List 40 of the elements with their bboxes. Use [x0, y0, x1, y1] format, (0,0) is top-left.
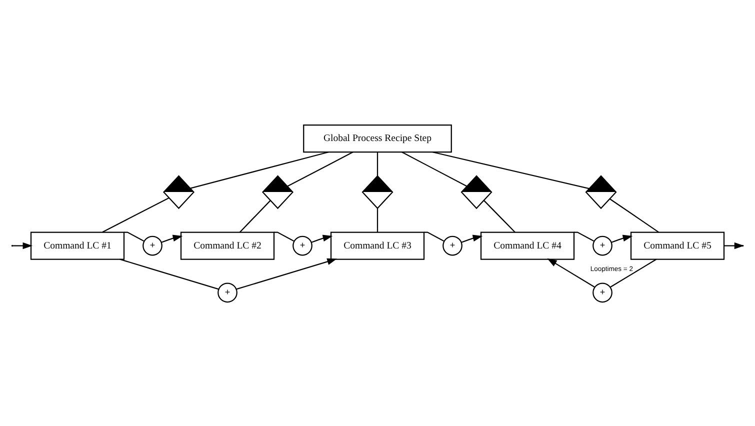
- arrow: [547, 258, 595, 287]
- node-box: Command LC #2: [180, 231, 275, 260]
- connector: [609, 198, 659, 232]
- connector: [484, 200, 516, 232]
- connector: [376, 208, 378, 232]
- arrow: [311, 234, 333, 242]
- node-circle: +: [218, 282, 238, 302]
- connector: [432, 150, 590, 189]
- connector: [239, 200, 271, 232]
- connector: [287, 151, 354, 186]
- connector: [376, 152, 378, 176]
- node-diamond: [262, 174, 294, 209]
- node-circle: +: [592, 282, 612, 302]
- arrow: [12, 242, 33, 249]
- node-box: Command LC #5: [630, 231, 725, 260]
- node-circle: +: [292, 235, 312, 256]
- connector: [274, 231, 294, 242]
- connector: [574, 231, 594, 242]
- node-circle: +: [442, 235, 462, 256]
- node-diamond: [585, 174, 617, 209]
- connector: [610, 258, 657, 287]
- node-circle: +: [142, 235, 162, 256]
- connector: [102, 196, 170, 232]
- node-box: Command LC #4: [480, 231, 575, 260]
- arrow: [161, 234, 183, 242]
- arrow: [236, 258, 337, 290]
- connector: [424, 231, 444, 242]
- node-diamond: [362, 174, 394, 209]
- node-circle: +: [592, 235, 612, 256]
- arrow: [461, 234, 483, 242]
- node-diamond: [460, 174, 492, 209]
- node-diamond: [162, 174, 195, 209]
- arrow: [611, 234, 633, 242]
- node-box: Command LC #3: [330, 231, 425, 260]
- node-box: Global Process Recipe Step: [303, 124, 452, 152]
- connector: [120, 258, 219, 290]
- connector: [190, 150, 330, 188]
- connector: [124, 231, 144, 242]
- node-box: Command LC #1: [30, 231, 125, 260]
- connector: [401, 151, 468, 186]
